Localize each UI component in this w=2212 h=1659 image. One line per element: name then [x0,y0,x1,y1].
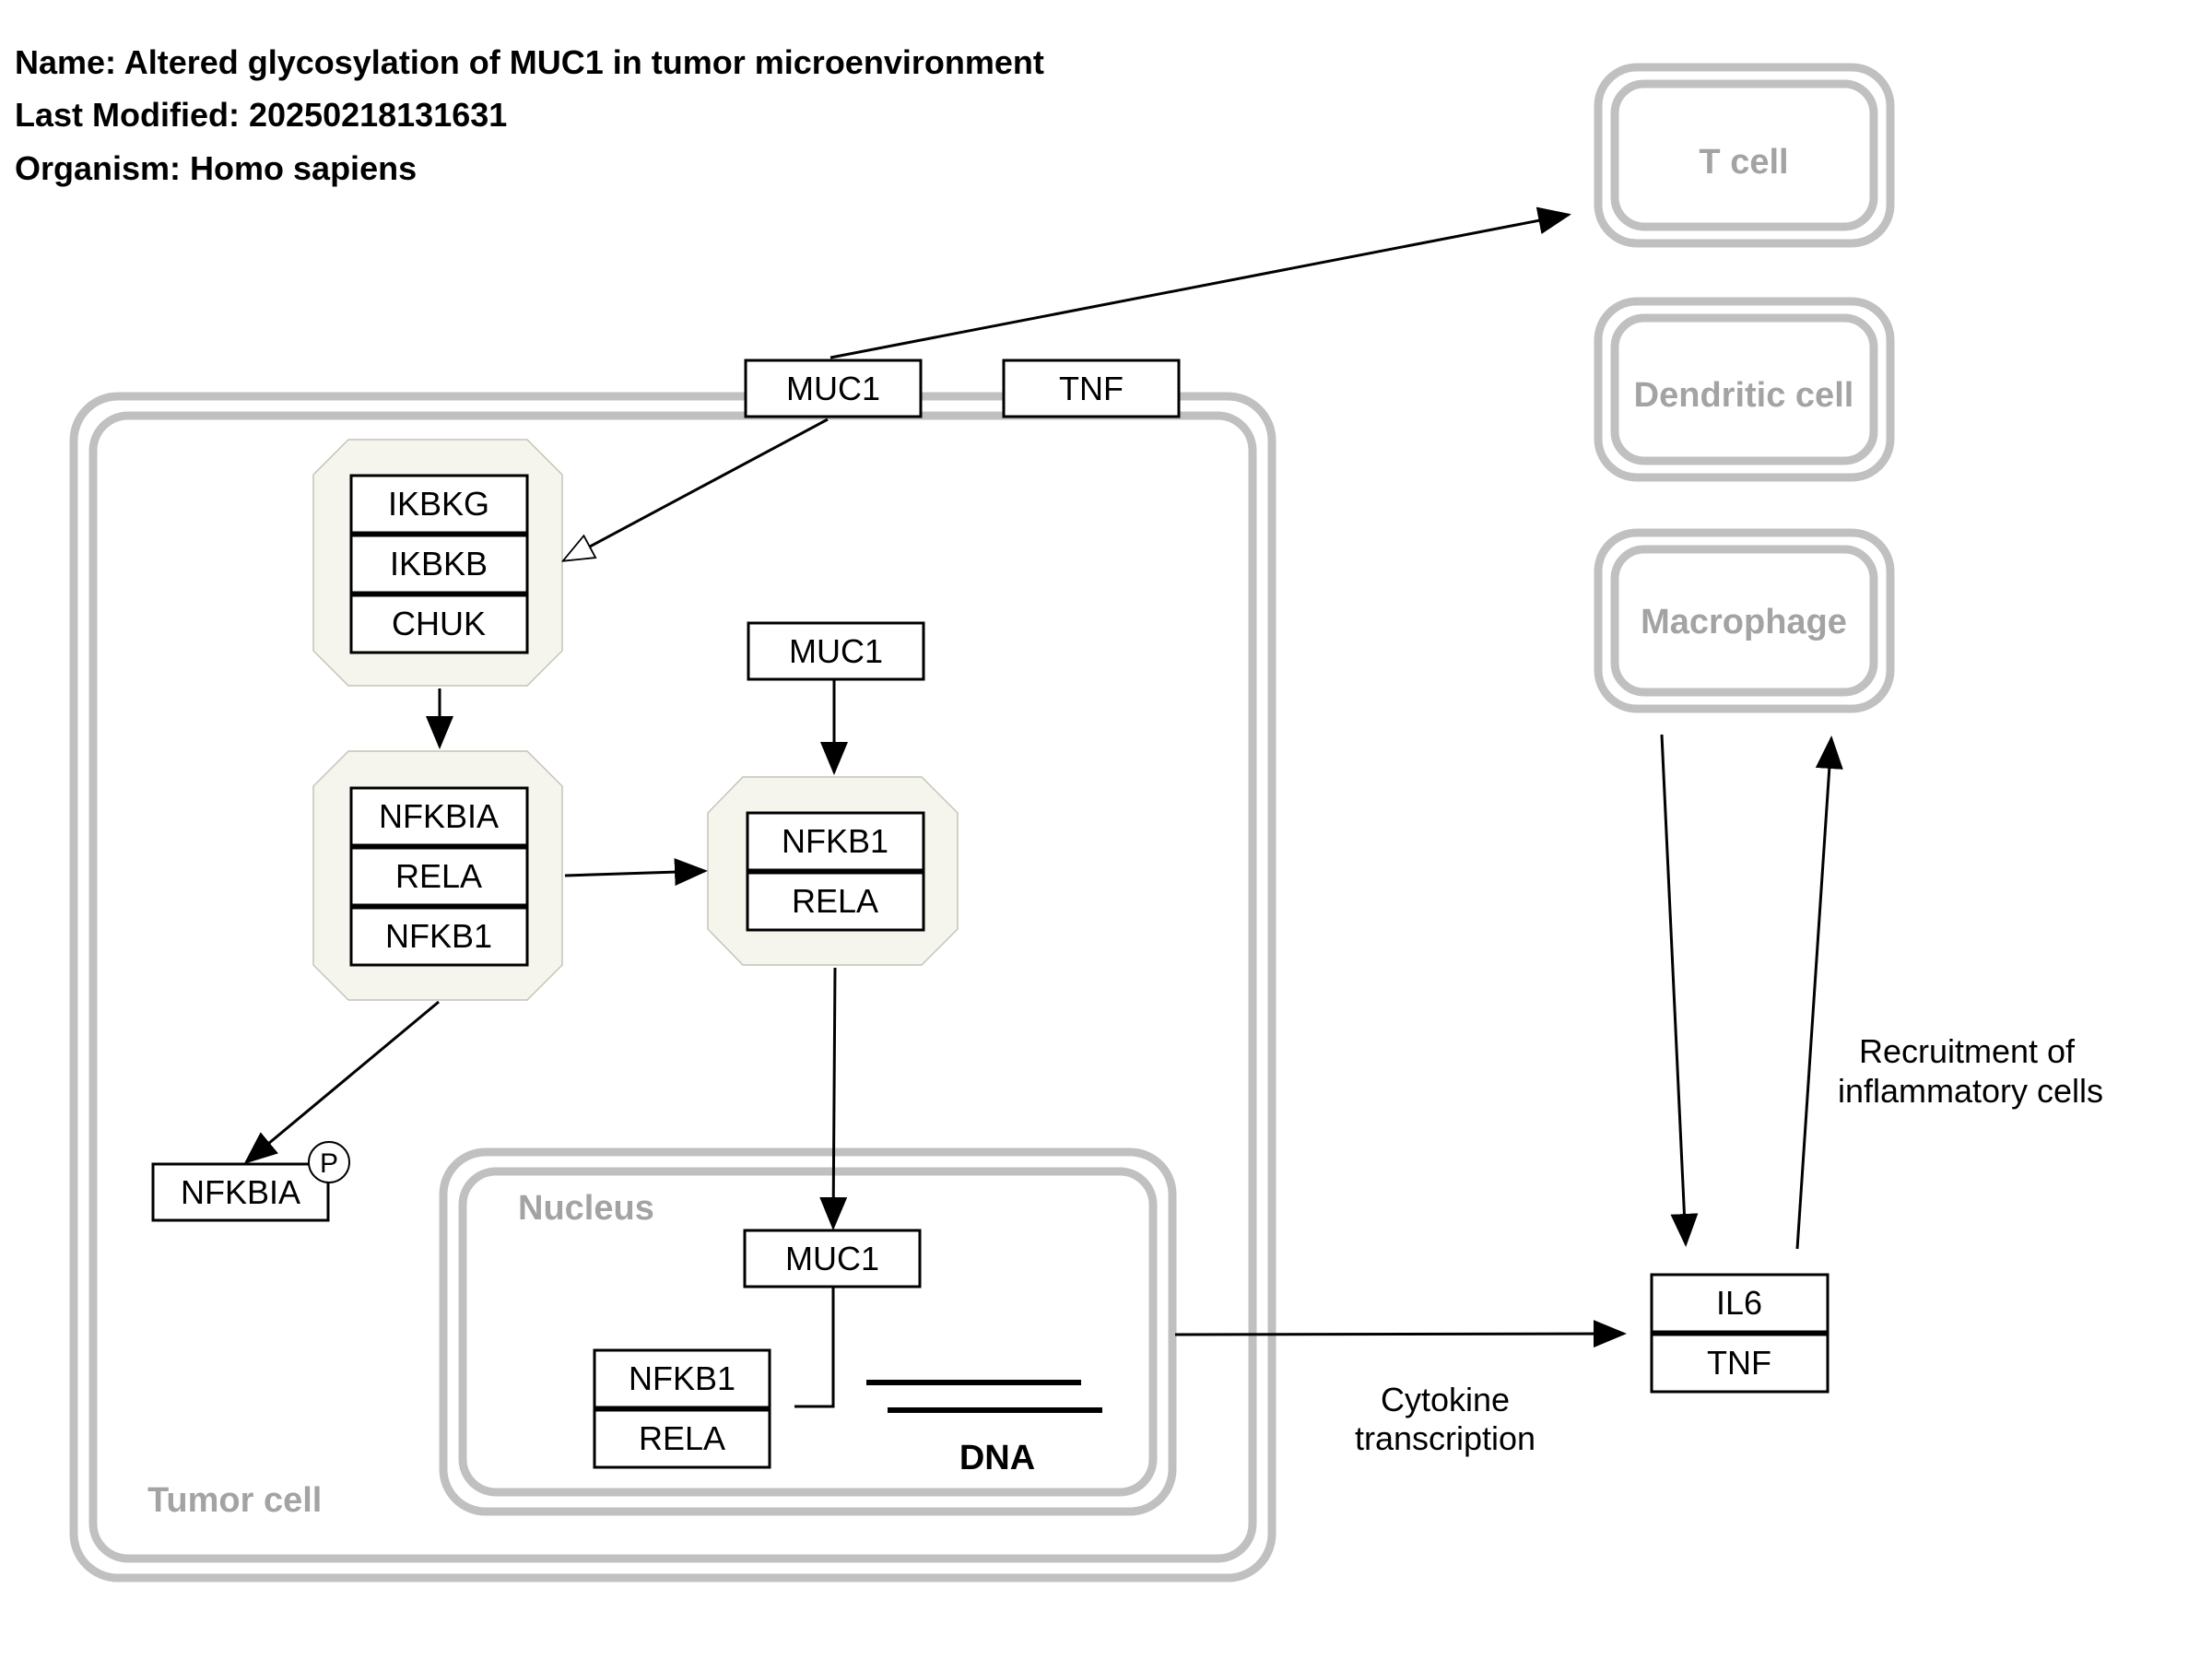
svg-text:IKBKB: IKBKB [390,545,488,582]
last-modified: Last Modified: 20250218131631 [15,96,507,134]
nfkbia-phospho-node[interactable]: NFKBIA P [151,1141,350,1222]
nucleus-compartment[interactable]: Nucleus [439,1147,1177,1516]
macrophage-to-cytokines-edge [1660,734,1699,1247]
svg-text:TNF: TNF [1707,1344,1771,1382]
svg-text:TNF: TNF [1059,370,1124,407]
dendritic-cell-label: Dendritic cell [1634,376,1854,415]
organism: Organism: Homo sapiens [15,149,417,187]
nfkb1-complex1-node[interactable]: NFKB1 [349,906,529,967]
dendritic-cell-compartment[interactable]: Dendritic cell [1594,297,1895,482]
dna-label: DNA [959,1439,1035,1477]
svg-text:CHUK: CHUK [392,605,486,642]
svg-text:MUC1: MUC1 [786,370,880,407]
t-cell-label: T cell [1699,143,1788,182]
svg-text:NFKB1: NFKB1 [385,917,492,955]
ikbkg-node[interactable]: IKBKG [349,474,529,535]
svg-text:P: P [320,1148,338,1179]
cytokines-to-macrophage-edge [1795,735,1843,1250]
svg-text:NFKB1: NFKB1 [782,822,888,860]
tumor-cell-label: Tumor cell [147,1481,322,1520]
muc1-membrane-node[interactable]: MUC1 [744,359,923,418]
nucleus-to-cytokines-edge [1174,1320,1627,1348]
phosphorylation-mark [308,1141,350,1183]
cytokine-label-line1: Cytokine [1381,1381,1510,1418]
svg-text:NFKB1: NFKB1 [629,1359,735,1397]
svg-text:MUC1: MUC1 [789,632,883,670]
pathway-name: Name: Altered glycosylation of MUC1 in t… [15,43,1044,81]
svg-text:RELA: RELA [395,857,482,895]
muc1-cytoplasm-node[interactable]: MUC1 [747,621,925,681]
ikbkb-node[interactable]: IKBKB [349,534,529,594]
rela-nucleus-node[interactable]: RELA [593,1408,771,1469]
svg-text:NFKBIA: NFKBIA [379,797,499,835]
recruitment-label-line2: inflammatory cells [1838,1072,2103,1110]
tnf-secreted-node[interactable]: TNF [1650,1333,1830,1394]
muc1-to-t-cell-edge [830,206,1571,359]
nfkb1-nucleus-node[interactable]: NFKB1 [593,1348,771,1409]
macrophage-compartment[interactable]: Macrophage [1594,528,1895,713]
macrophage-label: Macrophage [1641,603,1847,641]
complex-to-phospho-nfkbia-edge [243,1000,440,1164]
chuk-node[interactable]: CHUK [349,594,529,654]
rela-complex2-node[interactable]: RELA [746,871,925,932]
il6-node[interactable]: IL6 [1650,1273,1830,1334]
tnf-membrane-node[interactable]: TNF [1002,359,1181,418]
tumor-cell-compartment[interactable]: Tumor cell [69,392,1277,1583]
complex-to-complex-edge [564,858,708,887]
muc1-nfkb1-binding-edge [794,1288,835,1408]
nfkb1-complex-to-nucleus-muc1-edge [819,967,848,1230]
rela-complex1-node[interactable]: RELA [349,846,529,907]
muc1-nucleus-node[interactable]: MUC1 [743,1229,922,1288]
recruitment-label-line1: Recruitment of [1859,1032,2076,1070]
muc1-to-ikk-edge [564,418,829,560]
svg-text:IKBKG: IKBKG [388,485,489,523]
svg-text:NFKBIA: NFKBIA [181,1173,300,1211]
cytokine-label-line2: transcription [1355,1419,1535,1457]
nfkb1-complex2-node[interactable]: NFKB1 [746,811,925,872]
svg-text:RELA: RELA [792,882,878,920]
svg-text:IL6: IL6 [1716,1284,1762,1322]
t-cell-compartment[interactable]: T cell [1594,63,1895,248]
svg-text:MUC1: MUC1 [785,1240,879,1277]
nfkbia-complex-node[interactable]: NFKBIA [349,786,529,847]
nucleus-label: Nucleus [518,1189,654,1228]
svg-text:RELA: RELA [639,1419,725,1457]
